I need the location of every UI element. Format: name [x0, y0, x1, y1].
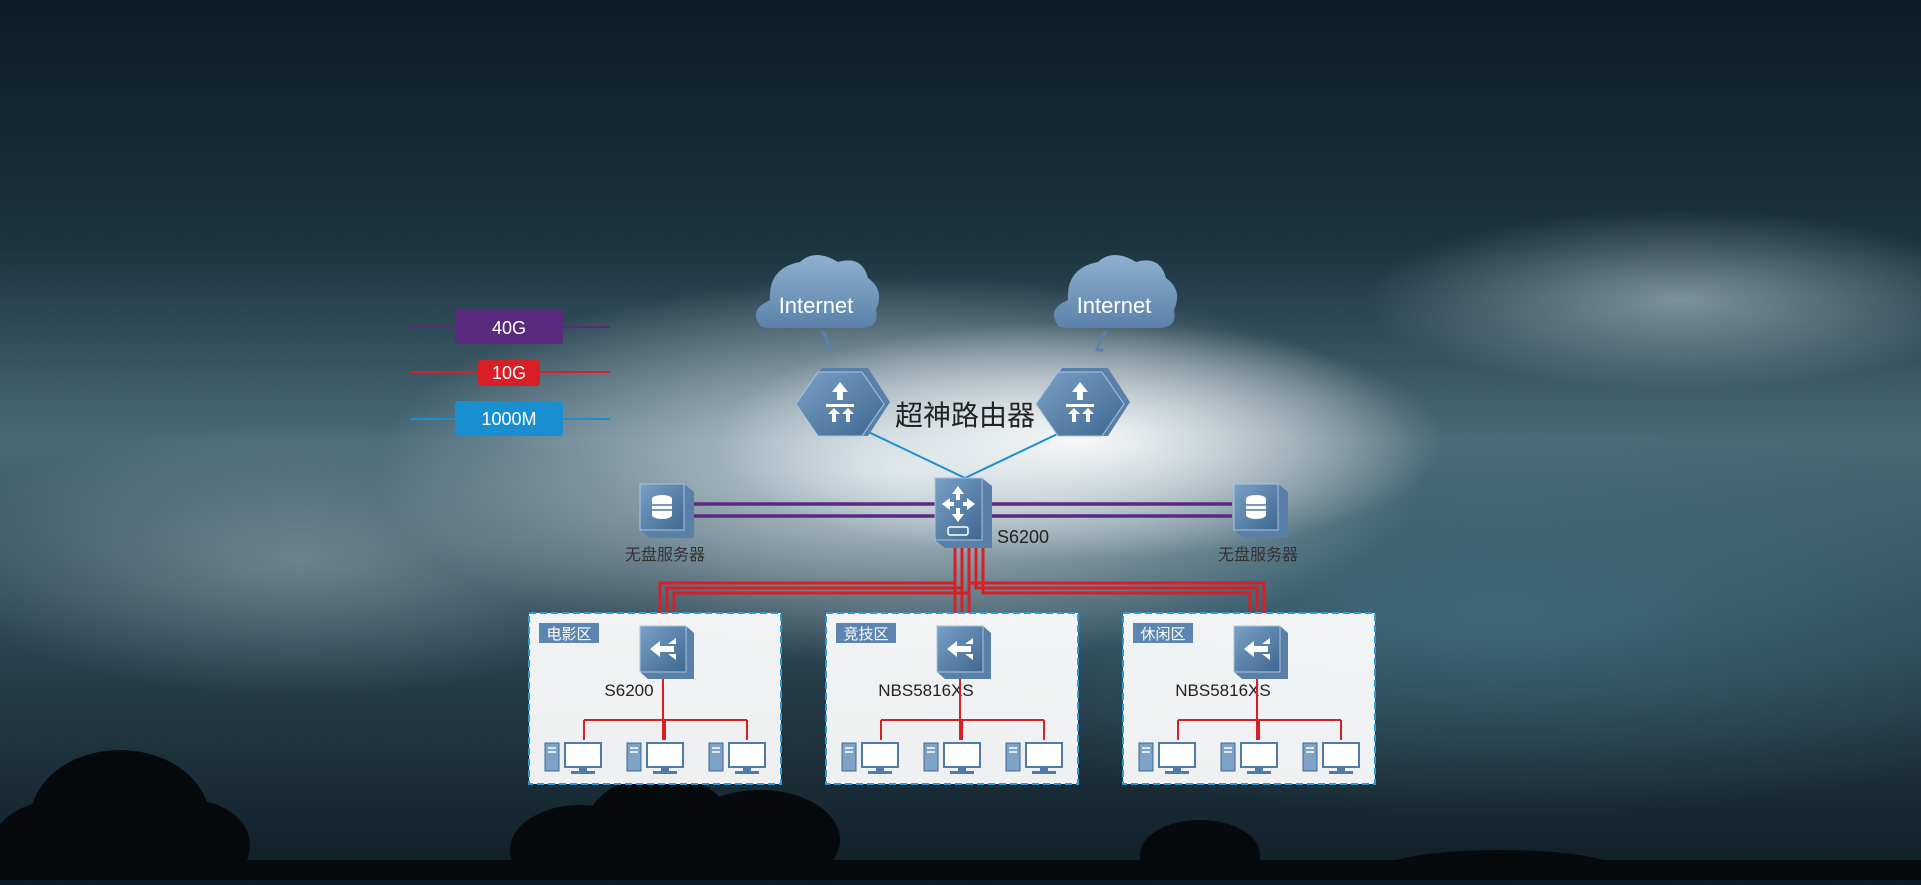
legend-label-40g: 40G: [492, 318, 526, 338]
legend-label-1000m: 1000M: [481, 409, 536, 429]
pc-icon: [1138, 742, 1196, 774]
links-40g: [690, 502, 1232, 518]
zone-switch-icon: [639, 625, 694, 679]
server-icon-left: [639, 483, 694, 538]
router-icon-right: [1035, 368, 1130, 437]
zone-3: 休闲区 NBS5816XS: [1122, 612, 1376, 785]
zone-name: 竞技区: [843, 625, 888, 643]
server-label-right: 无盘服务器: [1218, 545, 1298, 564]
pc-icon: [1220, 742, 1278, 774]
router-uplinks: [859, 427, 1071, 479]
internet-cloud-right: Internet: [1053, 255, 1178, 328]
router-icon-left: [795, 368, 890, 437]
server-label-left: 无盘服务器: [625, 545, 705, 564]
zone-name: 休闲区: [1140, 626, 1185, 643]
zone-switch-icon: [1233, 625, 1288, 679]
core-switch-icon: [934, 477, 992, 548]
legend-item-10g: 10G: [410, 360, 610, 386]
zone-access-lines: [880, 679, 1045, 740]
zone-access-lines: [1177, 679, 1342, 740]
zone-switch-label: NBS5816XS: [1175, 681, 1270, 700]
links-10g: [658, 546, 1266, 630]
tree-silhouettes: [0, 750, 1921, 885]
zone-tag: [539, 623, 599, 643]
core-switch-label: S6200: [997, 527, 1049, 547]
internet-label-left: Internet: [779, 293, 854, 318]
pc-icon: [1302, 742, 1360, 774]
zone-tag: [1133, 623, 1193, 643]
router-label: 超神路由器: [895, 400, 1035, 431]
pc-icon: [1005, 742, 1063, 774]
pc-icon: [708, 742, 766, 774]
zone-1: 电影区 S6200: [528, 612, 782, 785]
lightning-icon-right: [1088, 330, 1108, 368]
legend-item-40g: 40G: [410, 310, 610, 344]
zone-switch-label: NBS5816XS: [878, 681, 973, 700]
pc-icon: [841, 742, 899, 774]
zone-switch-label: S6200: [604, 681, 653, 700]
pc-icon: [544, 742, 602, 774]
internet-label-right: Internet: [1077, 293, 1152, 318]
legend-label-10g: 10G: [492, 363, 526, 383]
zone-2: 竞技区 NBS5816XS: [825, 612, 1079, 785]
pc-icon: [923, 742, 981, 774]
lightning-icon-left: [820, 330, 840, 368]
zone-switch-icon: [936, 625, 991, 679]
zone-tag: [836, 623, 896, 643]
bandwidth-legend: 40G 10G 1000M: [410, 310, 610, 436]
pc-icon: [626, 742, 684, 774]
zone-access-lines: [583, 679, 748, 740]
internet-cloud-left: Internet: [755, 255, 880, 328]
zone-name: 电影区: [546, 626, 591, 643]
legend-item-1000m: 1000M: [410, 401, 610, 436]
zones-layer: 电影区 S6200 竞技区 NBS5816XS 休闲区 NBS5816XS: [528, 612, 1376, 785]
server-icon-right: [1233, 483, 1288, 538]
